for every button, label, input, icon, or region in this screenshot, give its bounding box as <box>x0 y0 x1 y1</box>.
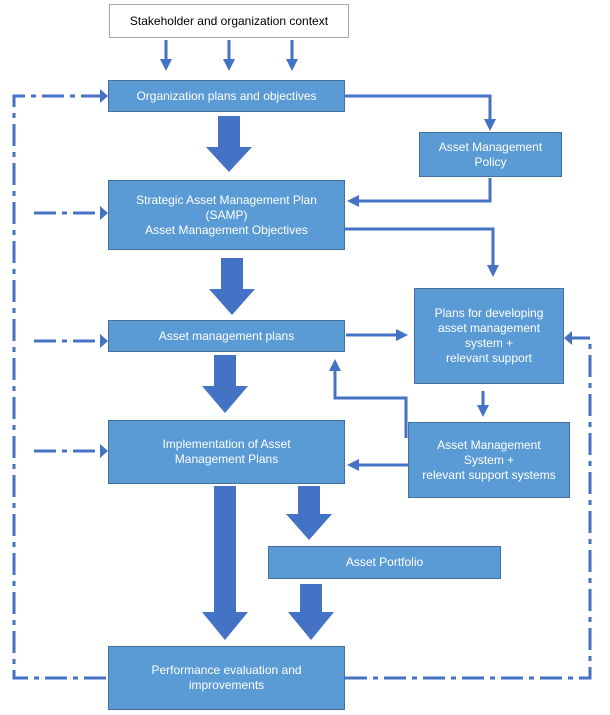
arrow-samp-to-devplans <box>345 227 499 277</box>
block-arrow-impl-to-portfolio <box>286 486 332 540</box>
arrow-org-to-policy <box>345 94 496 131</box>
node-implementation: Implementation of Asset Management Plans <box>108 420 345 484</box>
node-text: relevant support <box>445 351 533 365</box>
feedback-arrowheads <box>100 89 572 458</box>
node-am-system: Asset Management System + relevant suppo… <box>408 422 570 498</box>
node-stakeholder-context: Stakeholder and organization context <box>109 4 349 38</box>
node-text: relevant support systems <box>422 467 556 482</box>
node-text: Asset Management Objectives <box>145 222 308 237</box>
node-organization-plans: Organization plans and objectives <box>108 80 345 112</box>
node-text: Strategic Asset Management Plan <box>136 192 317 207</box>
feedback-loop <box>12 94 592 680</box>
node-text: Performance evaluation and <box>151 663 302 677</box>
feedback-loop-outer <box>12 94 106 680</box>
node-text: system + <box>464 336 514 350</box>
node-dev-plans: Plans for developing asset management sy… <box>414 288 564 384</box>
node-text: Asset management plans <box>158 328 295 343</box>
block-arrow-org-to-samp <box>206 116 252 172</box>
block-arrows <box>202 116 334 640</box>
node-samp: Strategic Asset Management Plan (SAMP) A… <box>108 180 345 250</box>
node-text: Stakeholder and organization context <box>129 13 329 28</box>
node-text: (SAMP) <box>205 207 248 222</box>
node-asset-portfolio: Asset Portfolio <box>268 546 501 579</box>
node-text: Asset Management <box>438 139 543 154</box>
node-text: Asset Portfolio <box>345 555 424 569</box>
node-text: System + <box>463 452 515 467</box>
arrow-policy-to-samp <box>347 178 492 207</box>
node-performance-evaluation: Performance evaluation and improvements <box>108 646 345 710</box>
node-am-policy: Asset Management Policy <box>419 132 562 177</box>
block-arrow-amplans-to-impl <box>202 355 248 413</box>
node-text: Management Plans <box>174 452 279 466</box>
block-arrow-samp-to-amplans <box>209 258 255 315</box>
node-text: Implementation of Asset <box>162 437 291 451</box>
node-text: Plans for developing <box>434 306 544 320</box>
node-text: Asset Management <box>437 437 541 452</box>
node-text: improvements <box>188 678 265 692</box>
node-text: Policy <box>474 154 507 169</box>
connector-arrows <box>329 94 499 471</box>
context-arrows <box>160 40 298 71</box>
arrow-ams-to-amplans <box>329 359 408 438</box>
block-arrow-impl-to-performance <box>202 486 248 640</box>
block-arrow-portfolio-to-performance <box>288 584 334 640</box>
node-am-plans: Asset management plans <box>108 320 345 352</box>
node-text: Organization plans and objectives <box>136 88 317 103</box>
feedback-loop-right <box>345 336 592 680</box>
node-text: asset management <box>437 321 541 335</box>
